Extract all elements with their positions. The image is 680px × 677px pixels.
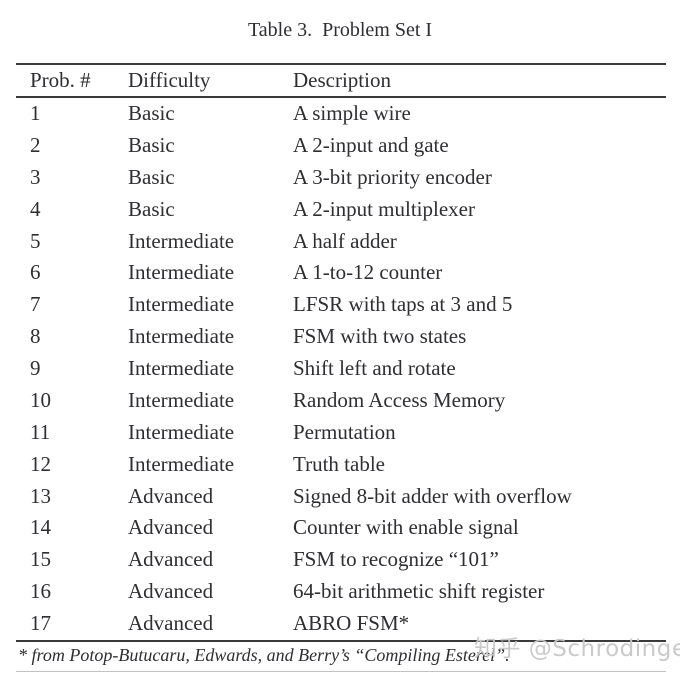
cell-difficulty: Basic: [128, 101, 175, 125]
cell-difficulty: Advanced: [128, 579, 214, 604]
cell-difficulty: Intermediate: [128, 356, 235, 380]
table-top-rule: [16, 63, 666, 65]
cell-description: A 1-to-12 counter: [293, 260, 443, 285]
column-header-description: Description: [293, 68, 391, 92]
cell-description: A 3-bit priority encoder: [293, 164, 492, 189]
cell-difficulty: Advanced: [128, 611, 214, 635]
table-row: 15 Advanced FSM to recognize “101”: [16, 544, 666, 576]
cell-description: Random Access Memory: [293, 387, 506, 412]
cell-prob: 13: [30, 483, 51, 508]
table-row: 1 Basic A simple wire: [16, 98, 666, 130]
cell-difficulty: Intermediate: [128, 451, 235, 476]
cell-prob: 3: [30, 164, 41, 189]
table-row: 13 Advanced Signed 8-bit adder with over…: [16, 481, 666, 513]
table-bottom-rule: [16, 640, 666, 642]
cell-difficulty: Intermediate: [128, 228, 235, 253]
table-footnote: * from Potop-Butucaru, Edwards, and Berr…: [18, 645, 510, 665]
cell-difficulty: Basic: [128, 196, 175, 221]
cell-difficulty: Intermediate: [128, 260, 235, 285]
cell-prob: 15: [30, 547, 51, 572]
table-row: 3 Basic A 3-bit priority encoder: [16, 162, 666, 194]
table-header-rule: [16, 96, 666, 98]
cell-difficulty: Intermediate: [128, 324, 235, 349]
cell-difficulty: Basic: [128, 132, 175, 157]
cell-description: LFSR with taps at 3 and 5: [293, 292, 513, 317]
cell-description: A half adder: [293, 228, 397, 253]
cell-description: A 2-input and gate: [293, 132, 449, 157]
cell-description: Shift left and rotate: [293, 356, 456, 380]
cell-prob: 17: [30, 611, 51, 635]
cell-description: A simple wire: [293, 101, 411, 125]
cell-prob: 8: [30, 324, 41, 349]
cell-difficulty: Advanced: [128, 547, 214, 572]
table-caption: Table 3. Problem Set I: [247, 19, 433, 41]
cell-prob: 10: [30, 387, 51, 412]
cell-description: Truth table: [293, 451, 385, 476]
cell-description: FSM to recognize “101”: [293, 547, 499, 572]
cell-description: Permutation: [293, 419, 396, 444]
column-header-prob: Prob. #: [30, 68, 91, 92]
cell-description: FSM with two states: [293, 324, 467, 349]
cell-description: A 2-input multiplexer: [293, 196, 475, 221]
cell-prob: 11: [30, 419, 51, 444]
cell-description: ABRO FSM*: [293, 611, 410, 635]
cell-prob: 4: [30, 196, 41, 221]
column-header-difficulty: Difficulty: [128, 68, 211, 92]
cell-difficulty: Advanced: [128, 515, 214, 540]
cell-prob: 7: [30, 292, 41, 317]
cell-description: Counter with enable signal: [293, 515, 519, 540]
cell-difficulty: Advanced: [128, 483, 214, 508]
table-row: 12 Intermediate Truth table: [16, 449, 666, 481]
table-row: 4 Basic A 2-input multiplexer: [16, 194, 666, 226]
cell-difficulty: Intermediate: [128, 292, 235, 317]
cell-prob: 9: [30, 356, 41, 380]
cell-description: 64-bit arithmetic shift register: [293, 579, 545, 604]
cell-prob: 6: [30, 260, 41, 285]
table-row: 11 Intermediate Permutation: [16, 417, 666, 449]
cell-difficulty: Intermediate: [128, 387, 235, 412]
table-header-row: Prob. # Difficulty Description: [16, 64, 666, 96]
cell-description: Signed 8-bit adder with overflow: [293, 483, 572, 508]
cell-prob: 5: [30, 228, 41, 253]
table-row: 10 Intermediate Random Access Memory: [16, 385, 666, 417]
cell-difficulty: Intermediate: [128, 419, 235, 444]
cell-prob: 2: [30, 132, 41, 157]
table-row: 17 Advanced ABRO FSM*: [16, 608, 666, 640]
table-row: 9 Intermediate Shift left and rotate: [16, 353, 666, 385]
table-row: 14 Advanced Counter with enable signal: [16, 512, 666, 544]
table-row: 2 Basic A 2-input and gate: [16, 130, 666, 162]
table-row: 8 Intermediate FSM with two states: [16, 321, 666, 353]
watermark: 知乎 @Schrodinger: [474, 636, 680, 662]
table-row: 7 Intermediate LFSR with taps at 3 and 5: [16, 289, 666, 321]
table-row: 6 Intermediate A 1-to-12 counter: [16, 257, 666, 289]
cell-prob: 12: [30, 451, 51, 476]
table-row: 5 Intermediate A half adder: [16, 226, 666, 258]
cell-prob: 14: [30, 515, 51, 540]
table-body: 1 Basic A simple wire 2 Basic A 2-input …: [16, 98, 666, 640]
page-bottom-rule: [16, 671, 666, 672]
cell-prob: 16: [30, 579, 51, 604]
cell-difficulty: Basic: [128, 164, 175, 189]
cell-prob: 1: [30, 101, 41, 125]
table-row: 16 Advanced 64-bit arithmetic shift regi…: [16, 576, 666, 608]
